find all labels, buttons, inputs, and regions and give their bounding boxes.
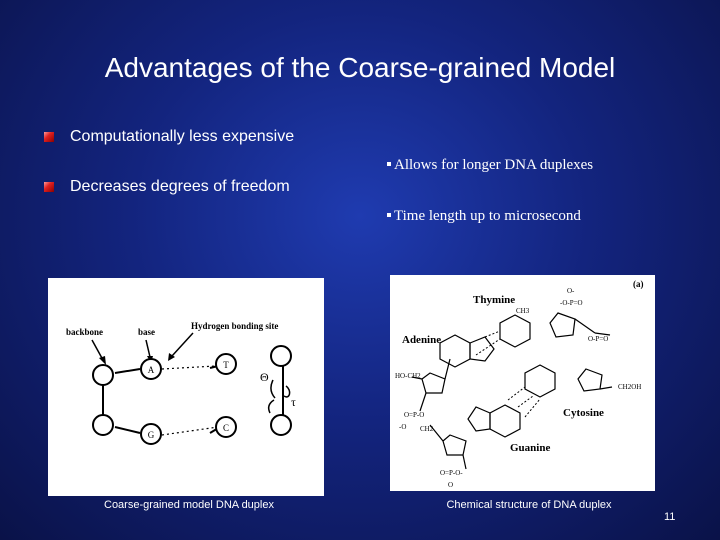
thymine-label: Thymine xyxy=(473,294,515,306)
svg-text:O: O xyxy=(448,481,453,489)
hbond-label: Hydrogen bonding site xyxy=(191,321,278,331)
coarse-grained-diagram: backbone base Hydrogen bonding site xyxy=(48,278,324,496)
subpoint-text: Time length up to microsecond xyxy=(394,208,581,224)
tau-symbol: τ xyxy=(291,395,296,409)
panel-label: (a) xyxy=(633,279,644,289)
svg-text:CH2OH: CH2OH xyxy=(618,383,641,391)
subpoint: Allows for longer DNA duplexes xyxy=(387,157,593,174)
svg-text:HO-CH2: HO-CH2 xyxy=(395,372,421,380)
base-a-label: A xyxy=(148,365,155,375)
svg-text:O=P-O: O=P-O xyxy=(404,411,424,419)
square-bullet-icon xyxy=(387,162,391,166)
bullet-square-icon xyxy=(44,182,54,192)
left-figure-caption: Coarse-grained model DNA duplex xyxy=(104,499,274,511)
square-bullet-icon xyxy=(387,213,391,217)
subpoint-text: Allows for longer DNA duplexes xyxy=(394,157,594,173)
base-c-label: C xyxy=(223,423,229,433)
chemical-structure-figure: (a) Thymine Adenine Cytosine Guanine xyxy=(390,275,655,491)
base-label: base xyxy=(138,327,155,337)
bullet-text: Computationally less expensive xyxy=(70,128,295,145)
svg-text:O=P-O-: O=P-O- xyxy=(440,469,463,477)
base-g-label: G xyxy=(148,430,155,440)
slide-title: Advantages of the Coarse-grained Model xyxy=(104,52,616,83)
cytosine-label: Cytosine xyxy=(563,407,604,419)
adenine-label: Adenine xyxy=(402,334,441,346)
coarse-grained-svg: backbone base Hydrogen bonding site xyxy=(66,321,296,445)
backbone-label: backbone xyxy=(66,327,103,337)
guanine-label: Guanine xyxy=(510,442,550,454)
svg-text:CH2: CH2 xyxy=(420,425,434,433)
right-figure-caption: Chemical structure of DNA duplex xyxy=(446,499,612,511)
svg-text:CH3: CH3 xyxy=(516,307,530,315)
bullet-square-icon xyxy=(44,132,54,142)
svg-text:-O: -O xyxy=(399,423,406,431)
base-t-label: T xyxy=(223,360,229,370)
theta-symbol: Θ xyxy=(260,370,269,384)
svg-text:O-: O- xyxy=(567,287,575,295)
svg-text:-O-P=O: -O-P=O xyxy=(560,299,583,307)
subpoint: Time length up to microsecond xyxy=(387,208,581,225)
bullet-text: Decreases degrees of freedom xyxy=(70,178,290,195)
svg-text:O-P=O: O-P=O xyxy=(588,335,608,343)
page-number: 11 xyxy=(664,511,676,523)
chemical-structure-svg: (a) Thymine Adenine Cytosine Guanine xyxy=(395,279,644,489)
